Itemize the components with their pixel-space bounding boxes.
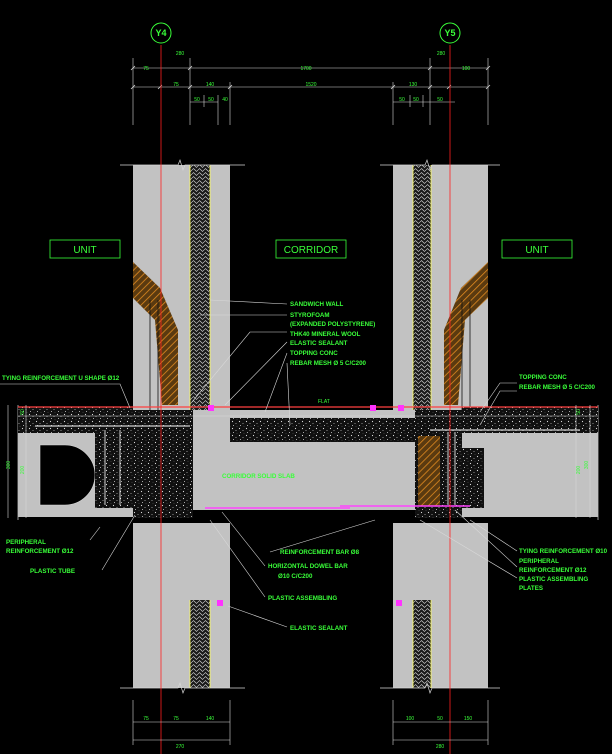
dim-right-wall: 280: [437, 51, 446, 57]
callout-dowel-bar-1: HORIZONTAL DOWEL BAR: [268, 563, 348, 570]
callout-tying-right: TYING REINFORCEMENT Ø10: [519, 548, 608, 555]
dim-left-sub-c: 40: [222, 97, 228, 103]
dim-bottom-right-b: 50: [437, 716, 443, 722]
lower-right-wall: [393, 523, 488, 688]
dim-overall: 1700: [300, 66, 311, 72]
dim-right-sub-b: 50: [413, 97, 419, 103]
dim-span: 1520: [305, 82, 316, 88]
callout-topping-conc-right: TOPPING CONC: [519, 374, 567, 381]
callout-dowel-bar-2: Ø10 C/C200: [278, 573, 313, 580]
dim-bottom-right-total: 280: [436, 744, 445, 750]
right-joint: [415, 410, 465, 518]
lower-left-wall: [133, 523, 230, 688]
zone-box-left: [49, 239, 121, 259]
corridor-slab-label: CORRIDOR SOLID SLAB: [222, 473, 295, 480]
axis-bubble-left: [150, 22, 172, 44]
right-hollow-slab: [462, 407, 598, 517]
dim-left-top: 50: [20, 409, 26, 415]
reinforcement-lines: [18, 406, 598, 509]
left-hollow-slab: [18, 407, 133, 517]
axis-lines: [160, 45, 451, 754]
dim-bottom-left-b: 75: [173, 716, 179, 722]
dim-left-wall: 280: [176, 51, 185, 57]
dim-bottom-right-c: 150: [464, 716, 473, 722]
top-dimension-ticks: [130, 65, 491, 90]
zone-label-left: UNIT: [73, 245, 96, 256]
callout-rebar-mesh-right: REBAR MESH Ø 5 C/C200: [519, 384, 596, 391]
callout-expanded-polystyrene: (EXPANDED POLYSTYRENE): [290, 321, 375, 328]
dim-bottom-right-a: 100: [406, 716, 415, 722]
callout-mineral-wool: THK40 MINERAL WOOL: [290, 331, 361, 338]
callout-rebar-mesh-center: REBAR MESH Ø 5 C/C200: [290, 360, 367, 367]
callout-tying-u-shape: TYING REINFORCEMENT U SHAPE Ø12: [2, 375, 120, 382]
callout-plastic-tube: PLASTIC TUBE: [30, 568, 75, 575]
bottom-dimension-lines: [132, 700, 489, 745]
dim-right-mid: 200: [576, 466, 582, 475]
axis-bubble-right: [439, 22, 461, 44]
callout-peripheral-right-2: REINFORCEMENT Ø12: [519, 567, 587, 574]
callout-sandwich-wall: SANDWICH WALL: [290, 301, 343, 308]
dim-bottom-left-a: 75: [143, 716, 149, 722]
dim-right-total: 300: [584, 461, 590, 470]
axis-label-right: Y5: [444, 28, 455, 38]
side-dimension-lines: [7, 405, 591, 518]
corridor-slab: [193, 410, 415, 510]
dim-left-outer: 75: [143, 66, 149, 72]
callout-peripheral-left-1: PERIPHERAL: [6, 539, 46, 546]
dim-left-total: 300: [6, 461, 12, 470]
dim-bottom-left-c: 140: [206, 716, 215, 722]
cut-mark-label: FLAT: [318, 399, 330, 405]
left-joint-grout: [133, 410, 193, 518]
upper-left-wall: [133, 165, 230, 410]
dim-right-sub-a: 50: [399, 97, 405, 103]
callout-reinforcement-bar: REINFORCEMENT BAR Ø8: [280, 549, 360, 556]
zone-box-right: [501, 239, 573, 259]
dim-left-mid: 200: [20, 466, 26, 475]
callout-peripheral-left-2: REINFORCEMENT Ø12: [6, 548, 74, 555]
callout-plastic-assembling-plates-2: PLATES: [519, 585, 543, 592]
elastic-sealant-marks: [208, 405, 404, 606]
top-dimension-lines: [132, 58, 489, 125]
zone-label-right: UNIT: [525, 245, 548, 256]
axis-label-left: Y4: [155, 28, 166, 38]
callout-topping-conc-center: TOPPING CONC: [290, 350, 338, 357]
callout-plastic-assembling-plates-1: PLASTIC ASSEMBLING: [519, 576, 588, 583]
upper-right-wall: [393, 165, 488, 410]
dim-left-core: 140: [206, 82, 215, 88]
dim-left-inner: 75: [173, 82, 179, 88]
dim-left-sub-a: 50: [194, 97, 200, 103]
callout-elastic-sealant-top: ELASTIC SEALANT: [290, 340, 348, 347]
dim-right-inner: 100: [462, 66, 471, 72]
callout-plastic-assembling: PLASTIC ASSEMBLING: [268, 595, 337, 602]
dim-right-sub-c: 50: [437, 97, 443, 103]
callout-elastic-sealant-bottom: ELASTIC SEALANT: [290, 625, 348, 632]
callout-styrofoam: STYROFOAM: [290, 312, 330, 319]
dim-right-core: 130: [409, 82, 418, 88]
dim-right-top: 50: [576, 409, 582, 415]
zone-label-center: CORRIDOR: [284, 245, 338, 256]
callout-peripheral-right-1: PERIPHERAL: [519, 558, 559, 565]
leader-lines: [0, 299, 518, 628]
dim-bottom-left-total: 270: [176, 744, 185, 750]
dim-left-sub-b: 50: [208, 97, 214, 103]
zone-box-center: [275, 239, 347, 259]
